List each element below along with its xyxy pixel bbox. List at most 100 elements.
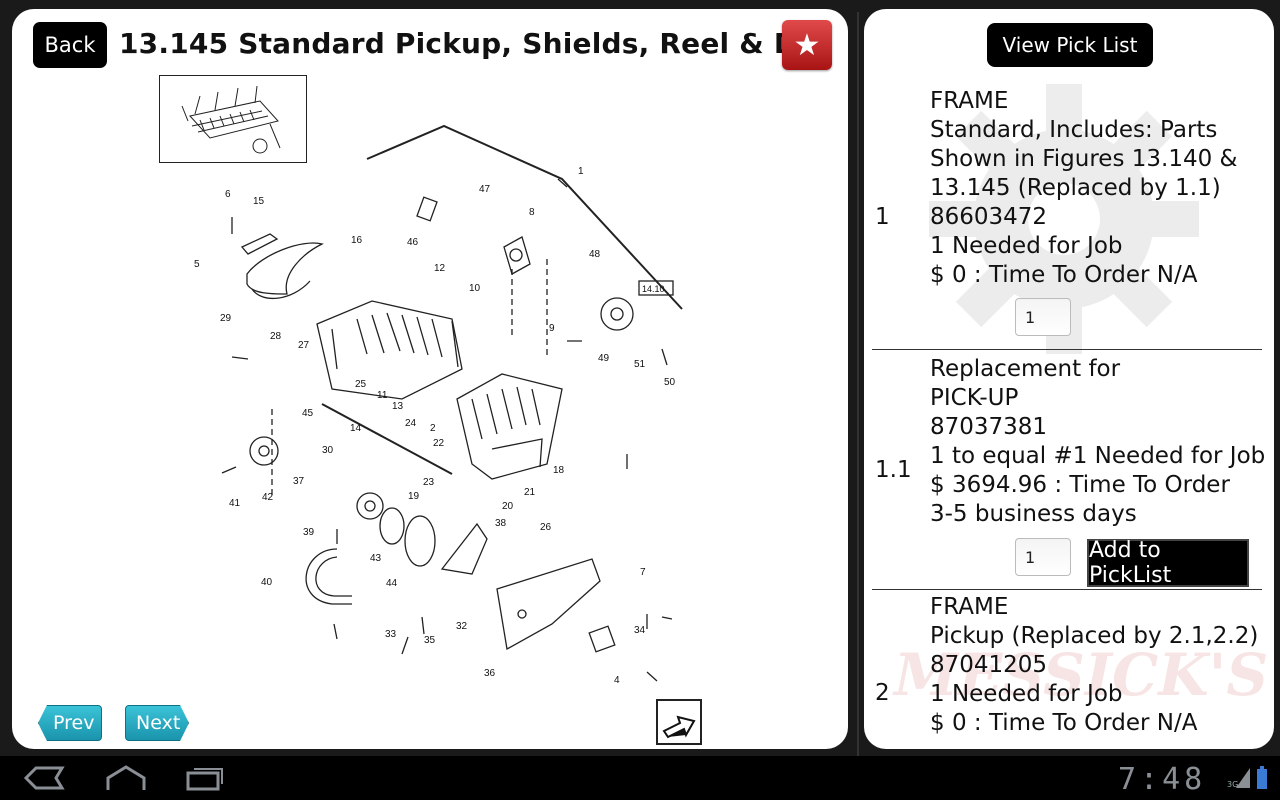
network-type-badge: 3G [1227, 780, 1239, 789]
callout-label: 34 [634, 625, 646, 636]
callout-label: 39 [303, 527, 315, 538]
item-line: Shown in Figures 13.140 & [930, 146, 1238, 172]
item-number: 2 [875, 680, 890, 706]
callout-label: 7 [640, 567, 646, 578]
item-line: FRAME [930, 88, 1009, 114]
callout-label: 11 [377, 390, 388, 401]
callout-label: 40 [261, 577, 273, 588]
overview-thumbnail [159, 75, 307, 163]
add-to-picklist-button[interactable]: Add to PickList [1087, 538, 1249, 588]
system-back-icon[interactable] [22, 764, 66, 792]
callout-label: 2 [430, 423, 436, 434]
callout-label: 42 [262, 492, 274, 503]
item-number: 1.1 [875, 457, 912, 483]
item-line: 1 Needed for Job [930, 681, 1123, 707]
item-line: 1 to equal #1 Needed for Job [930, 443, 1266, 469]
item-line: Replacement for [930, 356, 1121, 382]
next-button[interactable]: Next [125, 705, 189, 741]
item-details: FRAME Pickup (Replaced by 2.1,2.2) 87041… [930, 593, 1258, 738]
back-button[interactable]: Back [33, 22, 107, 68]
view-pick-list-button[interactable]: View Pick List [987, 23, 1153, 67]
quantity-input[interactable]: 1 [1015, 538, 1071, 576]
callout-label: 22 [433, 438, 445, 449]
callout-label: 20 [502, 501, 514, 512]
part-number: 87037381 [930, 414, 1048, 440]
share-arrow-icon [662, 715, 696, 739]
callout-label: 48 [589, 249, 601, 260]
part-number: 86603472 [930, 204, 1048, 230]
signal-icon [1236, 768, 1250, 788]
callout-label: 14 [350, 423, 362, 434]
favorite-button[interactable]: ★ [782, 20, 832, 70]
callout-label: 16 [351, 235, 363, 246]
callout-label: 6 [225, 189, 231, 200]
callout-label: 9 [549, 323, 555, 334]
share-button[interactable] [656, 699, 702, 745]
picklist-panel: MESSICK'S View Pick List 1 FRAME Standar… [864, 9, 1274, 749]
callout-label: 10 [469, 283, 481, 294]
callout-label: 13 [392, 401, 404, 412]
item-line: 13.145 (Replaced by 1.1) [930, 175, 1221, 201]
divider [872, 589, 1262, 590]
diagram-panel: Back 13.145 Standard Pickup, Shields, Re… [12, 9, 848, 749]
callout-label: 23 [423, 477, 435, 488]
callout-label: 24 [405, 418, 417, 429]
callout-label: 44 [386, 578, 398, 589]
divider [872, 349, 1262, 350]
callout-label: 1 [578, 166, 584, 177]
callout-label: 47 [479, 184, 491, 195]
callout-label: 46 [407, 237, 419, 248]
gear-watermark-icon [929, 84, 1199, 354]
callout-label: 21 [524, 487, 536, 498]
callout-label: 45 [302, 408, 314, 419]
system-home-icon[interactable] [104, 764, 148, 792]
callout-label: 35 [424, 635, 436, 646]
callout-label: 49 [598, 353, 610, 364]
callout-label: 33 [385, 629, 397, 640]
quantity-input[interactable]: 1 [1015, 298, 1071, 336]
item-price: $ 0 : Time To Order N/A [930, 262, 1198, 288]
callout-label: 32 [456, 621, 468, 632]
callout-label: 18 [553, 465, 565, 476]
system-recent-apps-icon[interactable] [184, 764, 228, 792]
callout-label: 25 [355, 379, 367, 390]
clock: 7:48 [1118, 762, 1207, 797]
callout-label: 29 [220, 313, 232, 324]
battery-icon [1257, 766, 1267, 789]
part-number: 87041205 [930, 652, 1048, 678]
callout-label: 37 [293, 476, 305, 487]
item-line: Pickup (Replaced by 2.1,2.2) [930, 623, 1259, 649]
callout-label: 43 [370, 553, 382, 564]
page-title: 13.145 Standard Pickup, Shields, Reel & … [119, 27, 830, 60]
item-line: 3-5 business days [930, 501, 1137, 527]
item-price: $ 3694.96 : Time To Order [930, 472, 1230, 498]
star-icon: ★ [793, 27, 821, 63]
callout-label: 12 [434, 263, 446, 274]
dealer-watermark: MESSICK'S [894, 641, 1269, 709]
callout-label: 36 [484, 668, 496, 679]
callout-label: 41 [229, 498, 241, 509]
callout-label: 8 [529, 207, 535, 218]
callout-label: 50 [664, 377, 676, 388]
panel-divider [857, 12, 859, 756]
callout-label: 4 [614, 675, 620, 686]
system-bar: 7:48 3G [0, 756, 1280, 800]
item-number: 1 [875, 204, 890, 230]
item-line: PICK-UP [930, 385, 1019, 411]
callout-label: 15 [253, 196, 265, 207]
item-line: FRAME [930, 594, 1009, 620]
callout-label: 5 [194, 259, 200, 270]
prev-button[interactable]: Prev [38, 705, 102, 741]
item-details: FRAME Standard, Includes: Parts Shown in… [930, 87, 1237, 290]
item-line: Standard, Includes: Parts [930, 117, 1218, 143]
callout-label: 26 [540, 522, 552, 533]
parts-exploded-diagram: 1234567891011121314151618192021222324252… [194, 124, 683, 686]
figure-reference-tag: 14.10 [642, 284, 665, 294]
item-details: Replacement for PICK-UP 87037381 1 to eq… [930, 355, 1265, 529]
callout-label: 19 [408, 491, 420, 502]
item-price: $ 0 : Time To Order N/A [930, 710, 1198, 736]
callout-label: 30 [322, 445, 334, 456]
callout-label: 28 [270, 331, 282, 342]
item-line: 1 Needed for Job [930, 233, 1123, 259]
